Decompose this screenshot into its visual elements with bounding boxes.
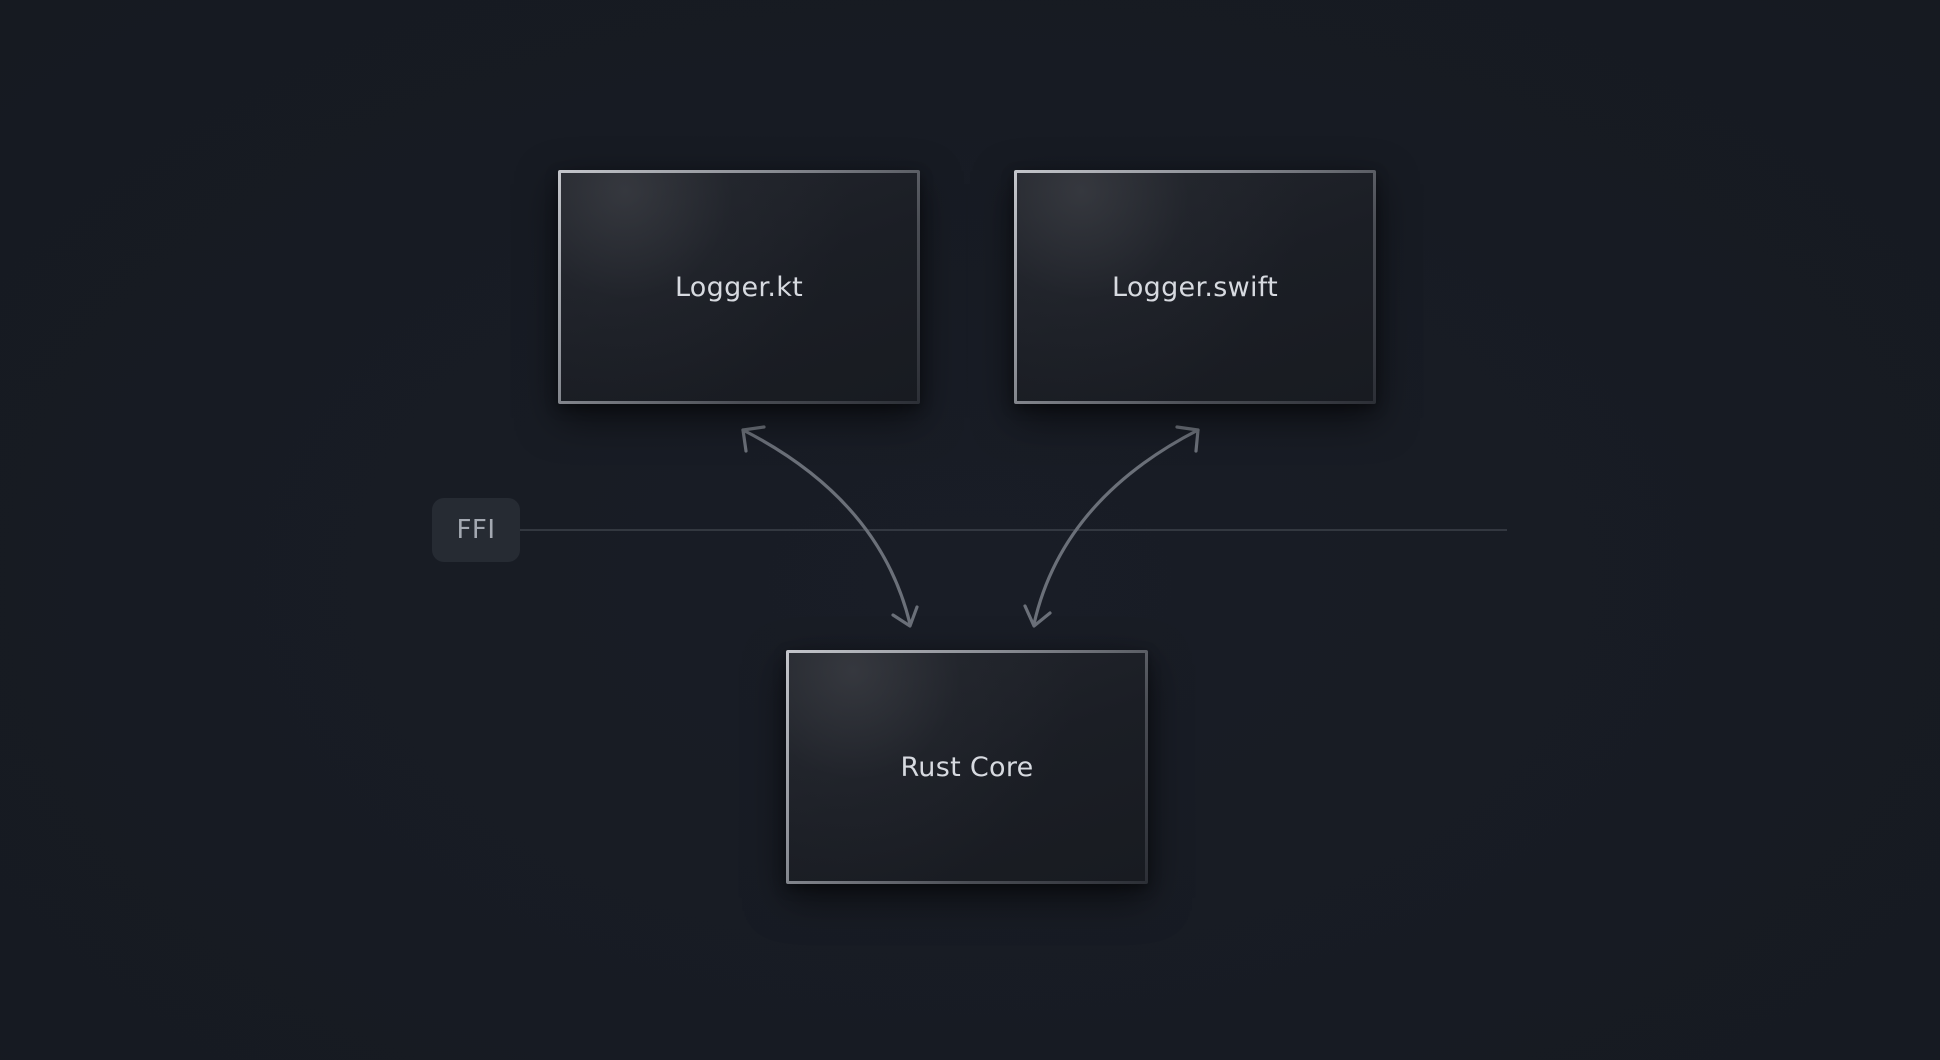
ffi-label: FFI — [456, 515, 496, 545]
arrowhead-rust-right — [1023, 604, 1052, 628]
edge-kotlin-rust — [741, 428, 912, 626]
node-label: Logger.kt — [674, 271, 804, 303]
arrowhead-kotlin — [741, 425, 766, 453]
node-logger-swift[interactable]: Logger.swift — [1014, 170, 1376, 404]
edge-swift-rust — [1032, 428, 1200, 626]
node-label: Logger.swift — [1111, 271, 1279, 303]
arrowhead-swift — [1175, 425, 1200, 453]
node-label: Rust Core — [900, 751, 1034, 783]
node-rust-core[interactable]: Rust Core — [786, 650, 1148, 884]
ffi-badge: FFI — [432, 498, 520, 562]
arrowhead-rust-left — [891, 605, 919, 628]
node-logger-kt[interactable]: Logger.kt — [558, 170, 920, 404]
